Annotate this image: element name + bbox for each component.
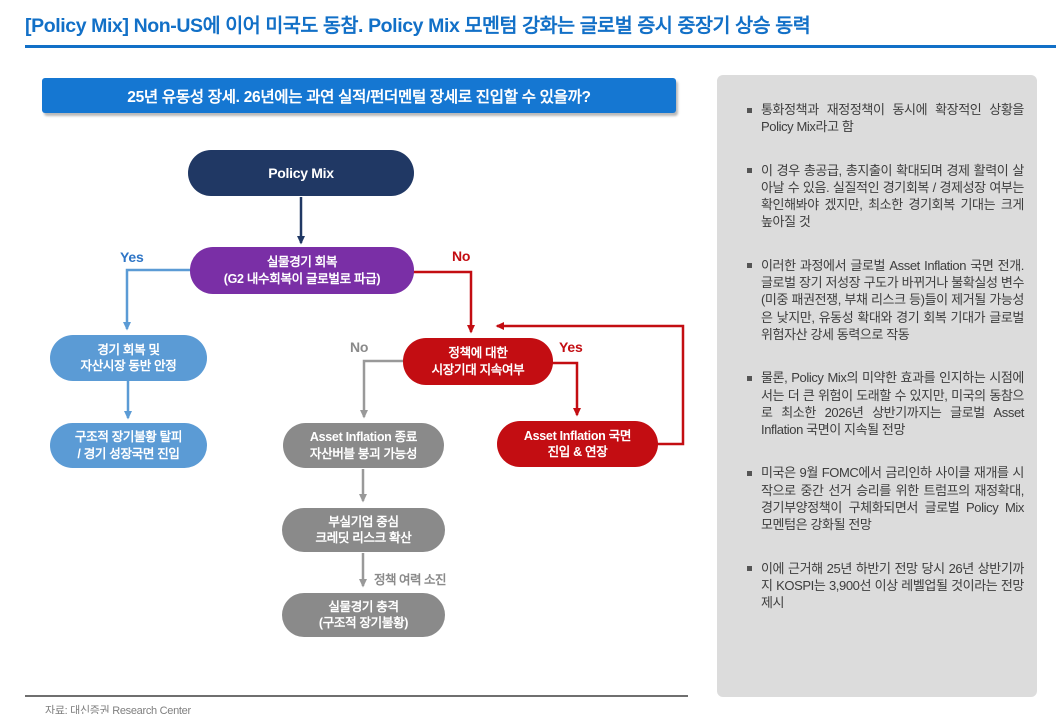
node-text: (구조적 장기불황) (318, 616, 409, 630)
bullet-text: 통화정책과 재정정책이 동시에 확장적인 상황을 Policy Mix라고 함 (761, 102, 1024, 135)
node-real-economy-recovery: 실물경기 회복 (G2 내수회복이 글로벌로 파급) (190, 247, 414, 294)
node-asset-inflation-end: Asset Inflation 종료 자산버블 붕괴 가능성 (283, 423, 444, 468)
bullet-text: 이 경우 총공급, 총지출이 확대되며 경제 활력이 살아날 수 있음. 실질적… (761, 162, 1024, 230)
node-policy-mix: Policy Mix (188, 150, 414, 196)
commentary-panel: 통화정책과 재정정책이 동시에 확장적인 상황을 Policy Mix라고 함 … (717, 75, 1037, 697)
page-title: [Policy Mix] Non-US에 이어 미국도 동참. Policy M… (25, 15, 811, 37)
node-text: 시장기대 지속여부 (431, 362, 525, 377)
arrow-yes-mid-branch (552, 361, 581, 417)
node-escape-depression: 구조적 장기불황 탈피 / 경기 성장국면 진입 (50, 423, 207, 468)
bullet-item: 통화정책과 재정정책이 동시에 확장적인 상황을 Policy Mix라고 함 (747, 101, 1024, 136)
bullet-item: 이에 근거해 25년 하반기 전망 당시 26년 상반기까지 KOSPI는 3,… (747, 560, 1024, 612)
bullet-list: 통화정책과 재정정책이 동시에 확장적인 상황을 Policy Mix라고 함 … (717, 75, 1037, 612)
label-no-right: No (452, 248, 471, 264)
node-text: 경기 회복 및 (97, 342, 160, 357)
node-text: 정책에 대한 (448, 346, 508, 360)
bullet-item: 이 경우 총공급, 총지출이 확대되며 경제 활력이 살아날 수 있음. 실질적… (747, 162, 1024, 231)
footer-divider (25, 695, 688, 697)
node-text: 진입 & 연장 (547, 445, 608, 459)
bullet-text: 이에 근거해 25년 하반기 전망 당시 26년 상반기까지 KOSPI는 3,… (761, 560, 1024, 611)
arrow-no-right-branch (412, 270, 475, 334)
arrow-feedback-loop (495, 322, 685, 446)
node-text: Asset Inflation 국면 (523, 428, 632, 443)
node-text: 자산버블 붕괴 가능성 (309, 446, 418, 461)
node-text: 실물경기 회복 (266, 255, 338, 269)
bullet-square-icon (747, 375, 752, 381)
node-text: 실물경기 충격 (328, 599, 399, 614)
bullet-square-icon (747, 263, 752, 269)
bullet-item: 이러한 과정에서 글로벌 Asset Inflation 국면 전개. 글로벌 … (747, 257, 1024, 343)
bullet-square-icon (747, 470, 752, 476)
arrow-yes-left-branch (123, 268, 190, 331)
node-text: 자산시장 동반 안정 (80, 359, 177, 373)
node-text: 부실기업 중심 (328, 514, 399, 529)
node-text: (G2 내수회복이 글로벌로 파급) (223, 271, 381, 286)
node-text: Asset Inflation 종료 (309, 430, 418, 444)
node-credit-risk: 부실기업 중심 크레딧 리스크 확산 (282, 508, 445, 552)
node-policy-expectation: 정책에 대한 시장기대 지속여부 (403, 338, 553, 385)
bullet-text: 미국은 9월 FOMC에서 금리인하 사이클 재개를 시작으로 중간 선거 승리… (761, 465, 1024, 533)
label-policy-exhausted: 정책 여력 소진 (374, 573, 446, 587)
bullet-text: 물론, Policy Mix의 미약한 효과를 인지하는 시점에서는 더 큰 위… (761, 370, 1024, 438)
node-text: / 경기 성장국면 진입 (77, 446, 180, 461)
bullet-text: 이러한 과정에서 글로벌 Asset Inflation 국면 전개. 글로벌 … (761, 257, 1024, 342)
label-yes-mid: Yes (559, 339, 583, 355)
bullet-item: 미국은 9월 FOMC에서 금리인하 사이클 재개를 시작으로 중간 선거 승리… (747, 464, 1024, 533)
node-text: 구조적 장기불황 탈피 (74, 430, 183, 444)
bullet-item: 물론, Policy Mix의 미약한 효과를 인지하는 시점에서는 더 큰 위… (747, 369, 1024, 438)
flowchart-header: 25년 유동성 장세. 26년에는 과연 실적/펀더멘털 장세로 진입할 수 있… (42, 78, 676, 113)
node-real-economy-shock: 실물경기 충격 (구조적 장기불황) (282, 593, 445, 637)
bullet-square-icon (747, 566, 752, 572)
arrow-no-mid-branch (360, 359, 404, 419)
bullet-square-icon (747, 107, 752, 113)
node-text: Policy Mix (268, 164, 334, 181)
title-underline (25, 45, 1056, 48)
node-recovery-stabilization: 경기 회복 및 자산시장 동반 안정 (50, 335, 207, 381)
node-asset-inflation-enter: Asset Inflation 국면 진입 & 연장 (497, 421, 658, 467)
node-text: 크레딧 리스크 확산 (315, 531, 412, 545)
label-yes-left: Yes (120, 249, 144, 265)
source-note: 자료: 대신증권 Research Center (45, 705, 191, 714)
label-no-mid: No (350, 339, 369, 355)
bullet-square-icon (747, 168, 752, 174)
